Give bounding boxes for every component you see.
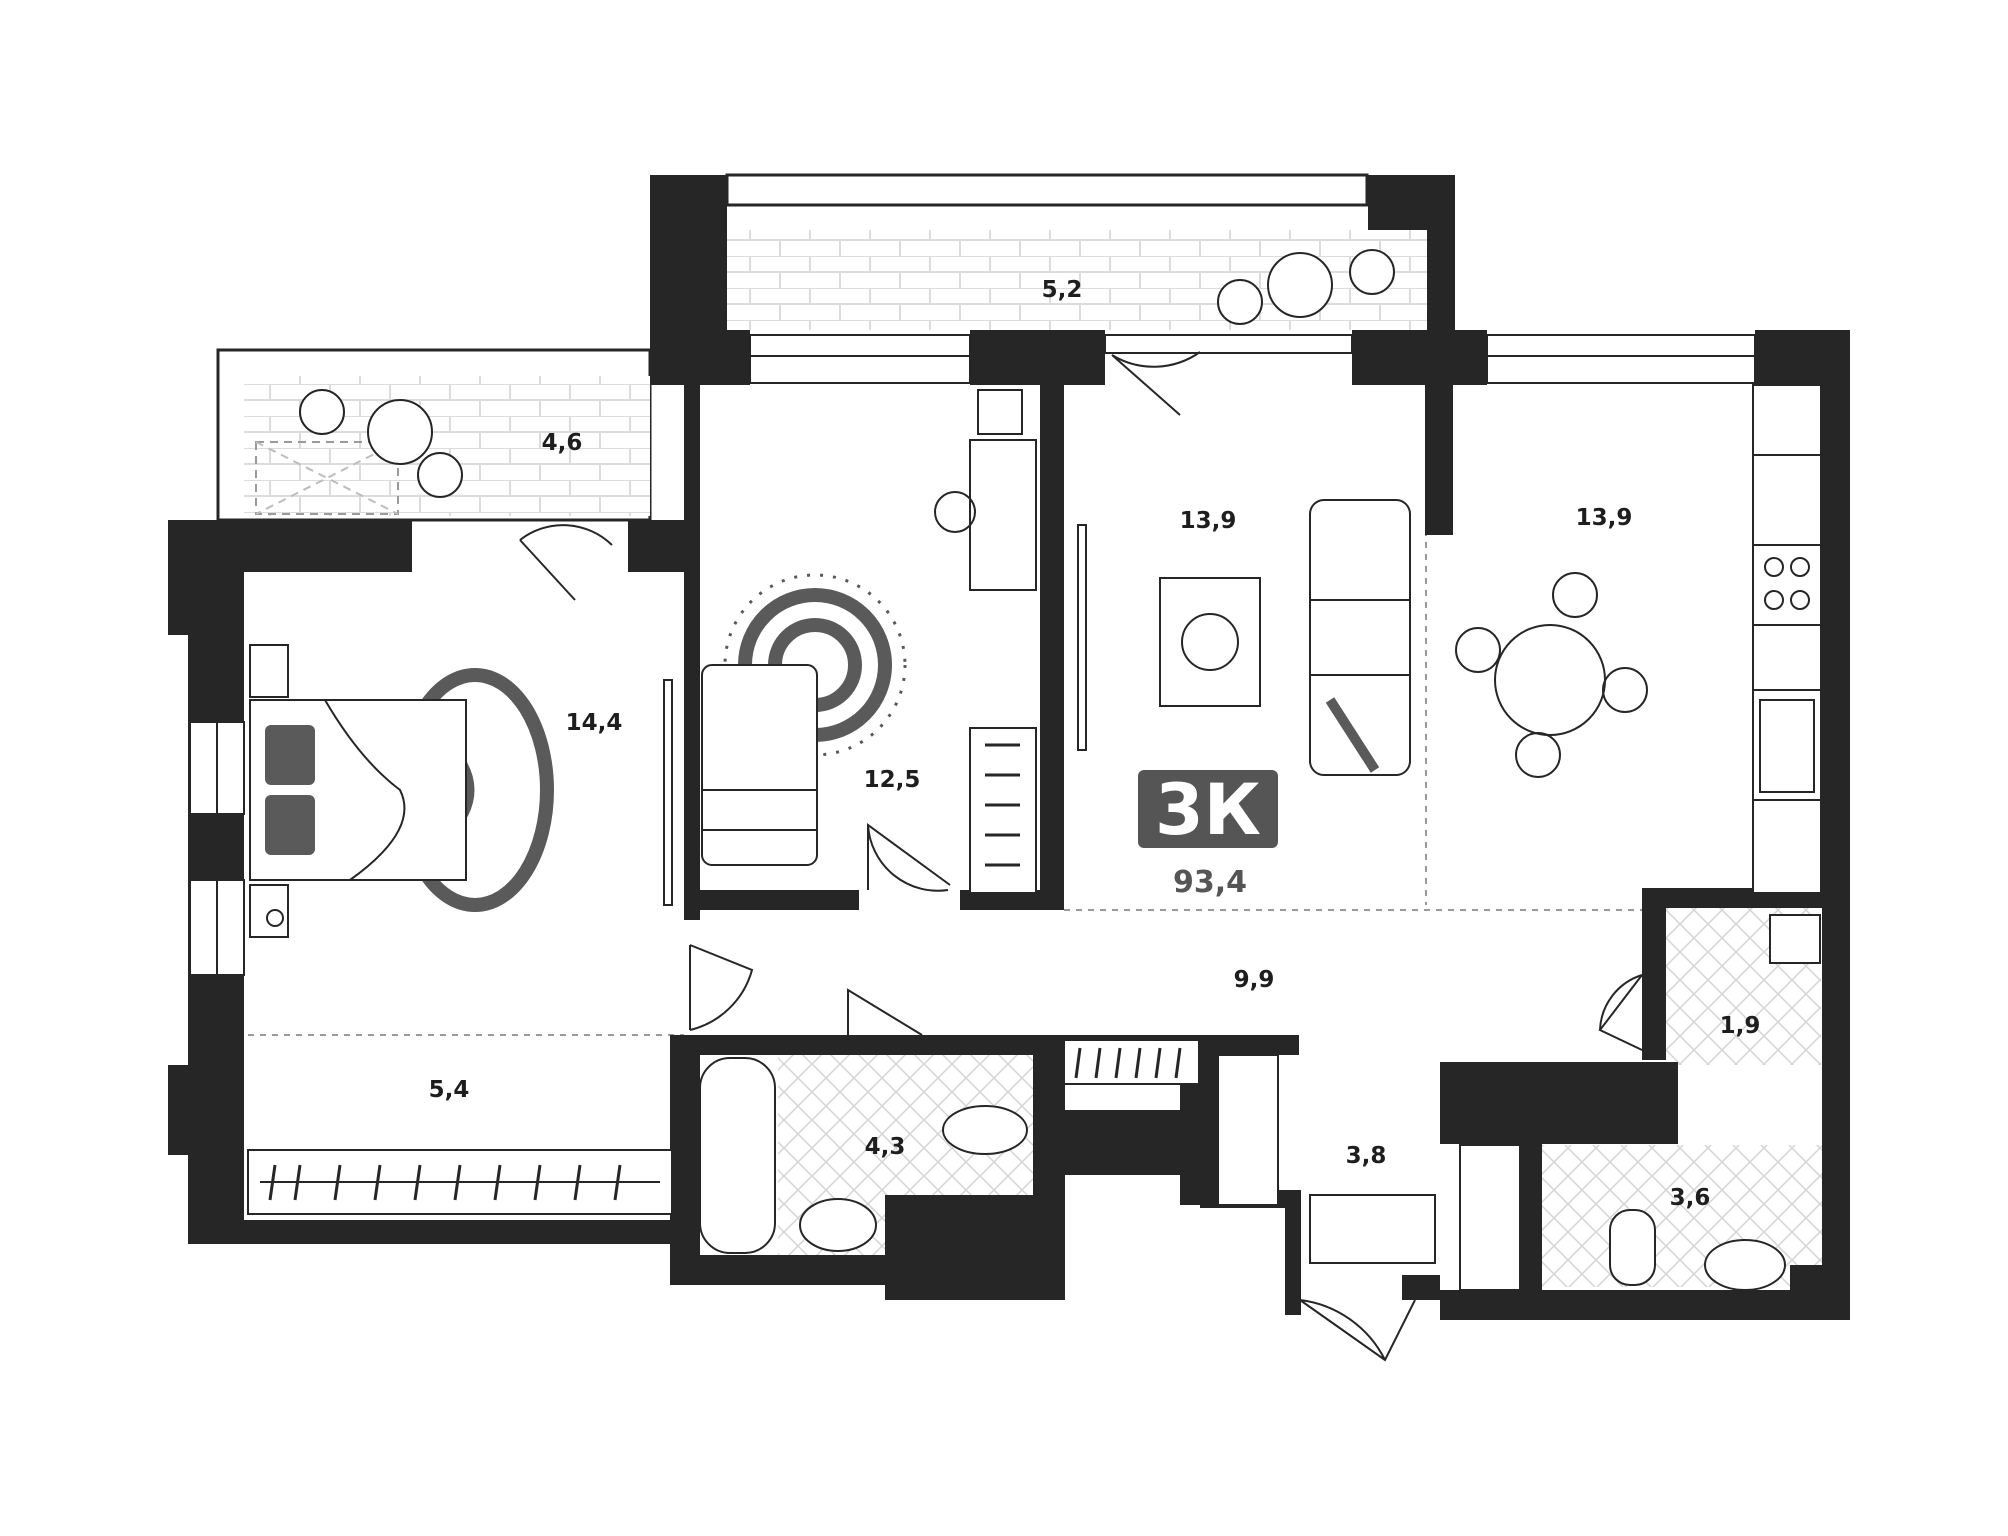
room-area-label: 13,9 <box>1576 505 1633 531</box>
nightstand <box>249 644 289 698</box>
pillow-icon <box>265 725 315 785</box>
pillow-icon <box>265 795 315 855</box>
room-area-label: 14,4 <box>566 710 623 736</box>
doors <box>519 351 1643 1362</box>
chair-icon <box>1602 667 1648 713</box>
windows <box>189 334 1756 976</box>
kitchen-furniture <box>1455 384 1822 894</box>
room-area-label: 9,9 <box>1234 967 1275 993</box>
lamp-icon <box>266 909 284 927</box>
toilet-icon <box>942 1105 1028 1155</box>
bathroom-fixtures <box>699 914 1821 1291</box>
apartment-type-badge: 3К <box>1138 769 1278 851</box>
balcony-furniture <box>299 249 1395 498</box>
toilet-icon <box>1609 1209 1656 1286</box>
nightstand <box>249 884 289 938</box>
chair-icon <box>1455 627 1501 673</box>
entrance-rug <box>1309 1194 1436 1264</box>
room-area-label: 3,6 <box>1670 1185 1711 1211</box>
hall-storage <box>1063 1039 1521 1291</box>
room-area-label: 12,5 <box>864 767 921 793</box>
bathtub-icon <box>699 1057 776 1254</box>
room-area-label: 5,2 <box>1042 277 1083 303</box>
bedroom-partition <box>663 679 673 906</box>
bedroom-furniture <box>249 644 554 938</box>
chair-icon <box>1552 572 1598 618</box>
room-area-label: 13,9 <box>1180 508 1237 534</box>
living-furniture <box>1077 499 1411 776</box>
stove-burner-icon <box>1764 557 1784 577</box>
stove-burner-icon <box>1764 590 1784 610</box>
washbasin-icon <box>799 1198 877 1252</box>
room-area-label: 4,6 <box>542 430 583 456</box>
room-area-label: 5,4 <box>429 1077 470 1103</box>
room-labels: 5,2 4,6 14,4 12,5 13,9 13,9 9,9 5,4 4,3 … <box>429 277 1761 1211</box>
room-area-label: 3,8 <box>1346 1143 1387 1169</box>
apartment-type: 3К <box>1155 769 1261 851</box>
room-area-label: 1,9 <box>1720 1013 1761 1039</box>
wardrobe-rail <box>247 1149 673 1215</box>
stove-burner-icon <box>1790 557 1810 577</box>
total-area: 93,4 <box>1173 865 1247 900</box>
study-furniture <box>701 389 1037 894</box>
chair-icon <box>1515 732 1561 778</box>
washbasin-icon <box>1704 1239 1786 1291</box>
room-area-label: 4,3 <box>865 1134 906 1160</box>
sink-icon <box>1759 699 1815 793</box>
stove-burner-icon <box>1790 590 1810 610</box>
walls <box>168 175 1850 1320</box>
zone-separators <box>248 530 1644 1036</box>
chair-icon <box>934 491 976 533</box>
